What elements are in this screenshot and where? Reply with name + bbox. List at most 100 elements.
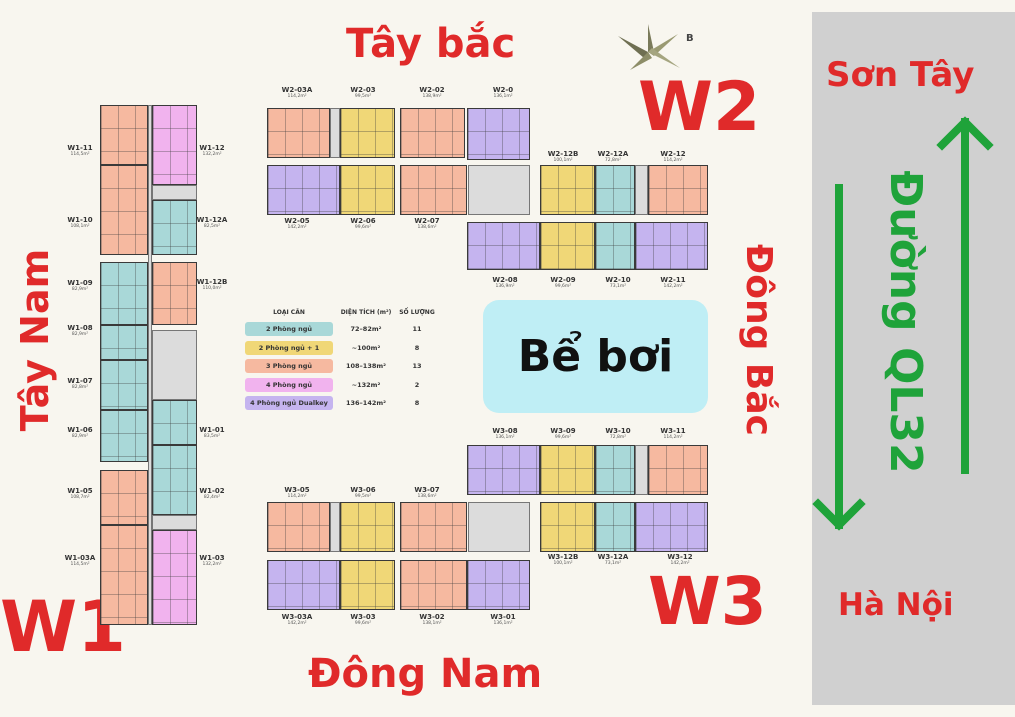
unit-name: W1-07 [67,377,93,385]
unit-name: W2-03 [350,86,376,94]
apartment-unit-w3-05[interactable] [267,502,330,552]
apartment-unit-w1-09[interactable] [100,262,148,325]
unit-name: W2-0 [492,86,514,94]
apartment-unit-w1-01[interactable] [152,400,197,445]
apartment-unit-w3-12[interactable] [635,502,708,552]
label-ha-noi: Hà Nội [838,587,954,623]
apartment-unit-w2-11[interactable] [635,222,708,270]
road-strip [812,12,1015,705]
apartment-unit-w3-11[interactable] [648,445,708,495]
unit-area: 99,6m² [554,284,572,289]
unit-name: W2-09 [550,276,576,284]
unit-area: 73,1m² [609,284,627,289]
label-son-tay: Sơn Tây [826,55,975,95]
unit-area: 136,1m² [493,94,513,99]
apartment-unit-w2-12a[interactable] [595,165,635,215]
apartment-unit-w2-09[interactable] [540,222,595,270]
apartment-unit-w3-03a[interactable] [267,560,340,610]
label-tay-nam: Tây Nam [13,248,57,432]
unit-name: W2-03A [281,86,313,94]
apartment-unit-w1-10[interactable] [100,165,148,255]
apartment-unit-w1-08[interactable] [100,325,148,360]
unit-area: 100,1m² [553,158,573,163]
apartment-unit-w1-03[interactable] [152,530,197,625]
apartment-unit-w2-08[interactable] [467,222,540,270]
unit-name: W1-12B [196,278,228,286]
label-tay-bac: Tây bắc [346,21,516,67]
unit-area: 108,7m² [70,495,90,500]
label-w3: W3 [648,563,767,640]
unit-name: W3-08 [492,427,518,435]
legend-area: 136–142m² [345,399,386,408]
unit-name: W2-05 [284,217,310,225]
legend-header-type: LOẠI CĂN [273,308,305,316]
apartment-unit-w1-12a[interactable] [152,200,197,255]
apartment-unit-w3-06[interactable] [340,502,395,552]
legend-area: 72–82m² [350,325,382,334]
unit-area: 142,2m² [670,561,690,566]
apartment-unit-w1-05[interactable] [100,470,148,525]
apartment-unit-w1-03a[interactable] [100,525,148,625]
apartment-unit-w3-12b[interactable] [540,502,595,552]
apartment-unit-w2-06[interactable] [340,165,395,215]
apartment-unit-w3-07[interactable] [400,502,467,552]
apartment-unit-w3-08[interactable] [467,445,540,495]
unit-area: 114,2m² [287,94,307,99]
unit-area: 114,5m² [70,152,90,157]
unit-name: W1-10 [67,216,93,224]
service-core [152,185,197,200]
unit-name: W2-12A [597,150,629,158]
apartment-unit-w1-12b[interactable] [152,262,197,325]
swimming-pool: Bể bơi [483,300,708,413]
apartment-unit-w3-01[interactable] [467,560,530,610]
unit-name: W3-05 [284,486,310,494]
apartment-unit-w3-02[interactable] [400,560,467,610]
apartment-unit-w1-02[interactable] [152,445,197,515]
unit-area: 114,2m² [287,494,307,499]
apartment-unit-w3-03[interactable] [340,560,395,610]
legend-header: LOẠI CĂN DIỆN TÍCH (m²) SỐ LƯỢNG [243,304,439,320]
unit-name: W1-08 [67,324,93,332]
legend: LOẠI CĂN DIỆN TÍCH (m²) SỐ LƯỢNG 2 Phòng… [243,304,439,413]
apartment-unit-w1-07[interactable] [100,360,148,410]
unit-name: W3-09 [550,427,576,435]
unit-area: 114,2m² [663,158,683,163]
unit-name: W3-07 [414,486,440,494]
apartment-unit-w1-11[interactable] [100,105,148,165]
unit-area: 82,9m² [71,434,89,439]
apartment-unit-w2-03a[interactable] [267,108,330,158]
unit-area: 99,6m² [354,225,372,230]
apartment-unit-w2-07[interactable] [400,165,467,215]
apartment-unit-w2-03[interactable] [340,108,395,158]
unit-area: 138,1m² [422,621,442,626]
apartment-unit-w2-10[interactable] [595,222,635,270]
apartment-unit-w2-12b[interactable] [540,165,595,215]
apartment-unit-w3-12a[interactable] [595,502,635,552]
unit-name: W2-07 [414,217,440,225]
service-core [468,502,530,552]
unit-name: W2-12B [547,150,579,158]
unit-area: 99,6m² [554,435,572,440]
apartment-unit-w3-09[interactable] [540,445,595,495]
apartment-unit-w2-12[interactable] [648,165,708,215]
unit-area: 99,6m² [354,621,372,626]
legend-count: 11 [412,325,422,334]
apartment-unit-w2-02[interactable] [400,108,465,158]
apartment-unit-w2-0[interactable] [467,108,530,160]
legend-type-chip: 4 Phòng ngủ [245,377,333,392]
apartment-unit-w1-06[interactable] [100,410,148,462]
apartment-unit-w2-05[interactable] [267,165,340,215]
unit-name: W1-11 [67,144,93,152]
apartment-unit-w3-10[interactable] [595,445,635,495]
apartment-unit-w1-12[interactable] [152,105,197,185]
unit-name: W3-01 [490,613,516,621]
